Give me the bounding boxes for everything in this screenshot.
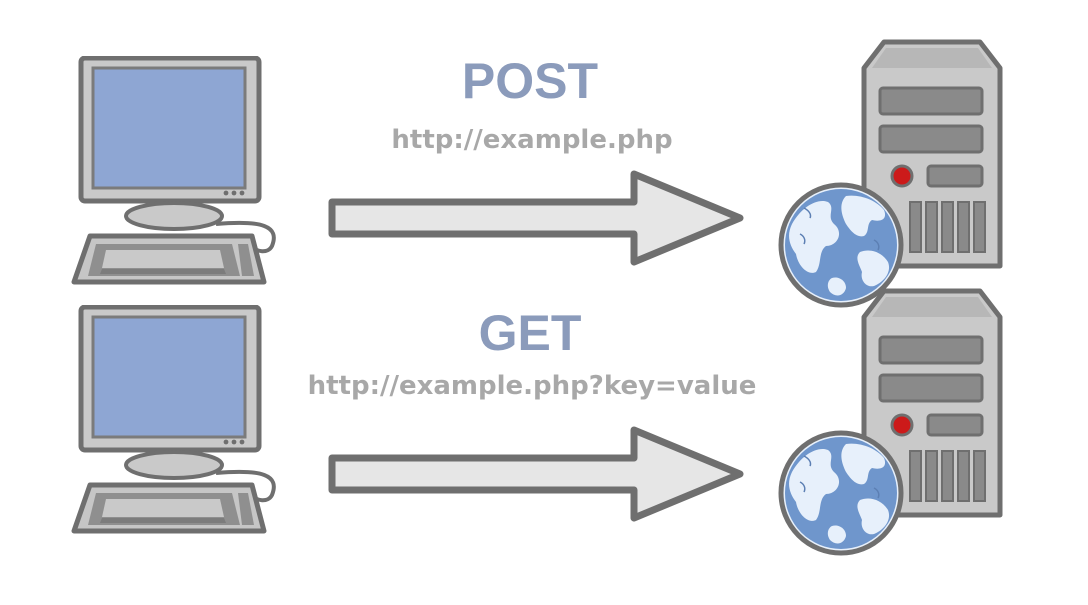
computer-icon: [66, 305, 286, 540]
post-method-label: POST: [461, 53, 599, 109]
computer-icon: [66, 56, 286, 291]
arrow-right-icon: [328, 424, 748, 524]
get-url-label: http://example.php?key=value: [307, 371, 757, 401]
get-method-label: GET: [478, 305, 582, 361]
globe-icon: [776, 428, 906, 558]
post-url-label: http://example.php: [391, 125, 673, 155]
arrow-right-icon: [328, 168, 748, 268]
